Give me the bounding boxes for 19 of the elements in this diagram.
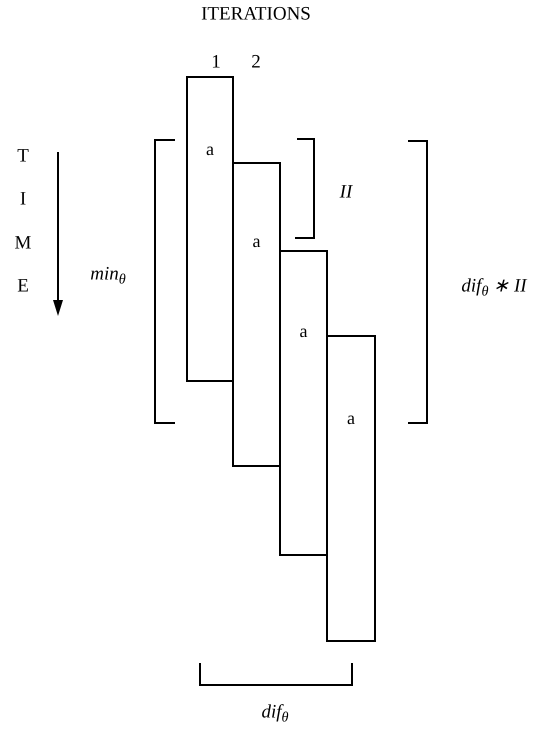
bar-label: a	[347, 409, 355, 427]
text-label: 2	[251, 52, 261, 72]
text-label: I	[20, 190, 26, 208]
iteration-bar	[186, 76, 234, 382]
text-label: II	[340, 182, 352, 202]
iteration-bar	[326, 335, 376, 642]
bar-label: a	[300, 322, 308, 340]
iteration-bar	[232, 162, 281, 467]
bar-label: a	[206, 140, 214, 158]
text-label: E	[17, 276, 29, 296]
text-label: dif$_{θ}$	[261, 702, 289, 722]
text-label: T	[17, 146, 29, 166]
text-label: dif$_{θ}$ ∗ II	[461, 276, 527, 296]
text-label: M	[14, 234, 32, 252]
text-label: ITERATIONS	[201, 4, 311, 24]
bar-label: a	[252, 232, 260, 250]
iteration-bar	[279, 250, 328, 556]
text-label: 1	[211, 52, 221, 72]
text-label: min$_{θ}$	[90, 264, 126, 284]
